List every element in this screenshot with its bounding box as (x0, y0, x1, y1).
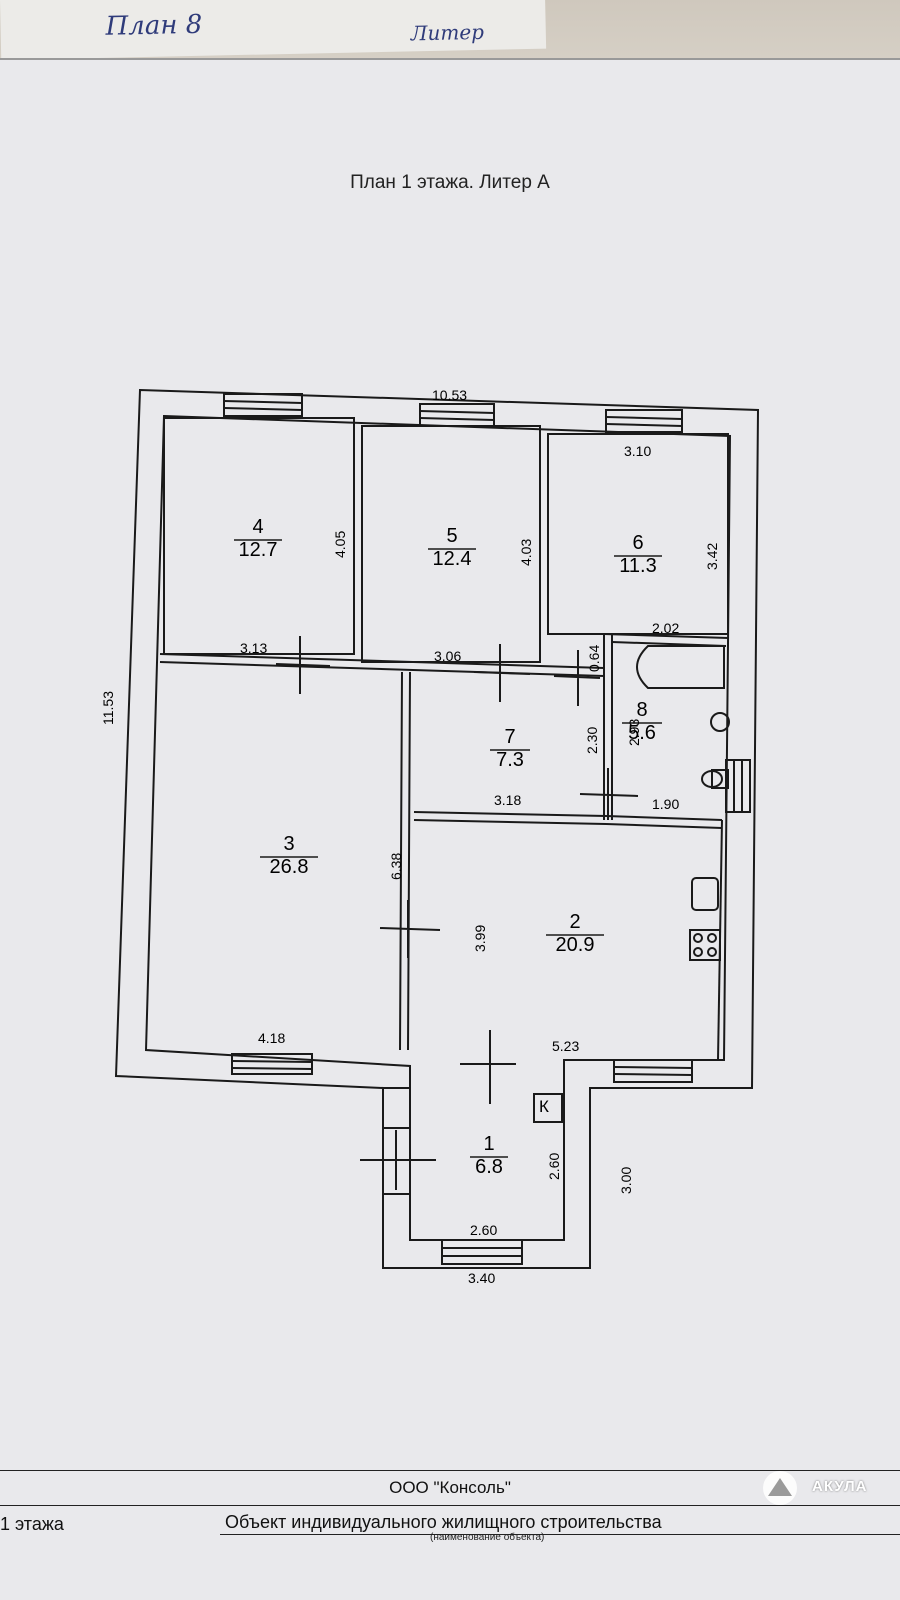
dim-room7-depth: 2.30 (584, 726, 600, 754)
dim-outer-left: 11.53 (100, 691, 116, 725)
door-6 (553, 650, 601, 706)
door-8 (579, 768, 639, 820)
dim-corridor: 0.64 (586, 644, 602, 672)
room-8-number: 8 (636, 699, 648, 721)
door-7 (473, 644, 531, 702)
outer-wall-outline (114, 388, 760, 1269)
window-bottom-2 (613, 1059, 693, 1083)
stove (689, 929, 721, 961)
bathtub (636, 645, 725, 689)
dim-room2-width: 5.23 (552, 1038, 580, 1054)
organization-name: ООО "Консоль" (389, 1478, 511, 1497)
window-top-1 (223, 393, 303, 417)
room-7-number: 7 (504, 726, 516, 748)
window-right (725, 759, 751, 813)
wall-8-left (603, 634, 613, 820)
boiler-box (533, 1093, 563, 1123)
dim-room3-width: 4.18 (258, 1030, 286, 1046)
room-2-label: 2 20.9 (546, 911, 604, 957)
dim-room3-depth: 6.38 (388, 852, 404, 880)
object-caption: (наименование объекта) (430, 1532, 545, 1543)
room-2-area: 20.9 (555, 934, 595, 956)
wall-3-right (399, 671, 411, 1051)
room-8-label: 8 5.6 (622, 699, 662, 745)
room-3-label: 3 26.8 (260, 833, 318, 879)
room-4-label: 4 12.7 (234, 516, 282, 562)
dim-room6-depth: 3.42 (704, 542, 720, 570)
window-top-3 (605, 409, 683, 433)
room-8-area: 5.6 (628, 722, 656, 744)
watermark-logo-icon (763, 1471, 797, 1505)
footer-rule-1 (0, 1470, 900, 1471)
dim-room1-depth: 2.60 (546, 1152, 562, 1180)
door-3-4 (275, 636, 331, 694)
toilet (701, 769, 729, 789)
wash-basin (710, 712, 730, 732)
watermark-text: АКУЛА (812, 1478, 868, 1495)
room-5-number: 5 (446, 525, 458, 547)
dim-room7-width: 3.18 (494, 792, 522, 808)
porch-wall-seg (383, 1087, 410, 1195)
dim-room5-depth: 4.03 (518, 538, 534, 566)
dim-room2-depth: 3.99 (472, 924, 488, 952)
room-5-area: 12.4 (432, 548, 472, 570)
object-name: Объект индивидуального жилищного строите… (225, 1512, 662, 1532)
footer-rule-2 (0, 1505, 900, 1506)
dim-room8-width-top: 2.02 (652, 620, 680, 636)
door-porch (360, 1130, 436, 1190)
inner-wall-outline (144, 414, 732, 1241)
room-1-number: 1 (483, 1133, 495, 1155)
dim-room6-width: 3.10 (624, 443, 652, 459)
room-1-label: 1 6.8 (470, 1133, 508, 1179)
floor-label: 1 этажа (0, 1514, 64, 1534)
window-porch (441, 1239, 523, 1265)
document-sheet (0, 58, 900, 1600)
dim-room4-depth: 4.05 (332, 530, 348, 558)
room-2-number: 2 (569, 911, 581, 933)
dim-room8-width-bottom: 1.90 (652, 796, 680, 812)
plan-title: План 1 этажа. Литер А (350, 172, 550, 193)
dim-outer-top: 10.53 (432, 387, 468, 403)
room-1-area: 6.8 (475, 1156, 503, 1178)
dim-room5-width: 3.06 (434, 648, 462, 664)
wall-3-top (159, 653, 605, 677)
wall-7-bottom (413, 811, 607, 825)
room-4-number: 4 (252, 516, 264, 538)
window-top-2 (419, 403, 495, 427)
wall-2-top (605, 815, 723, 829)
room-6-number: 6 (632, 532, 644, 554)
sheet-edge (0, 58, 900, 60)
dim-porch-width: 3.40 (468, 1270, 496, 1286)
room-6-area: 11.3 (619, 555, 657, 577)
room-7-label: 7 7.3 (490, 726, 530, 772)
object-underline (220, 1534, 900, 1535)
room-5-label: 5 12.4 (428, 525, 476, 571)
dim-room8-depth: 2.93 (626, 718, 642, 746)
room-6-label: 6 11.3 (614, 532, 662, 578)
dim-room4-width: 3.13 (240, 640, 268, 656)
room-4-area: 12.7 (238, 539, 278, 561)
room-7-area: 7.3 (496, 749, 524, 771)
room-3-number: 3 (283, 833, 295, 855)
door-3-2 (379, 900, 441, 958)
room-4-outline (163, 417, 355, 655)
room-6-outline (547, 433, 729, 635)
room-3-area: 26.8 (269, 856, 309, 878)
dim-room1-width: 2.60 (470, 1222, 498, 1238)
dim-porch-depth: 3.00 (618, 1166, 634, 1194)
boiler-symbol: К (539, 1097, 549, 1116)
window-bottom-1 (231, 1053, 313, 1075)
kitchen-sink (691, 877, 719, 911)
door-entrance (460, 1030, 516, 1104)
